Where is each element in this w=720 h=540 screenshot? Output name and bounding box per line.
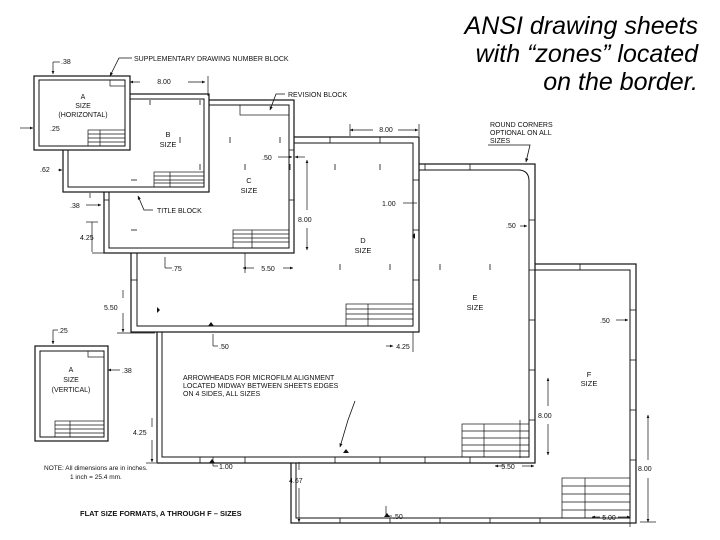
dim-800-c: 8.00 <box>379 127 393 134</box>
dim-050-c: .50 <box>219 344 229 351</box>
sheet-c-size: SIZE <box>241 186 258 195</box>
dimension-lines <box>20 61 656 527</box>
callout-round-corners-1: ROUND CORNERS <box>490 122 553 129</box>
dim-100-b: 1.00 <box>219 464 233 471</box>
callout-leaders <box>109 57 531 448</box>
sheet-a-vertical: A SIZE (VERTICAL) <box>34 345 109 442</box>
zone-ticks <box>104 100 636 523</box>
sheet-b-size: SIZE <box>160 140 177 149</box>
sheet-d-size: SIZE <box>355 246 372 255</box>
callout-revision-block: REVISION BLOCK <box>288 92 347 99</box>
dim-800-b: 8.00 <box>298 217 312 224</box>
note-inches: NOTE: All dimensions are in inches. <box>44 465 148 472</box>
sheet-d-letter: D <box>360 236 366 245</box>
dim-425-a: 4.25 <box>80 235 94 242</box>
dim-467: 4.67 <box>289 478 303 485</box>
dim-550-c: 5.50 <box>501 464 515 471</box>
callout-arrowheads-2: LOCATED MIDWAY BETWEEN SHEETS EDGES <box>183 383 339 390</box>
sheet-a-h-orientation: (HORIZONTAL) <box>58 112 107 119</box>
dim-038-c: .38 <box>122 368 132 375</box>
callout-arrowheads-1: ARROWHEADS FOR MICROFILM ALIGNMENT <box>183 375 335 382</box>
title-block-f <box>561 477 631 519</box>
sheet-f-size: SIZE <box>581 379 598 388</box>
dim-800-a: 8.00 <box>157 79 171 86</box>
dim-800-e: 8.00 <box>638 466 652 473</box>
title-block-a-vertical <box>54 420 105 438</box>
title-line-1: ANSI drawing sheets <box>464 12 698 40</box>
sheet-e-letter: E <box>472 293 477 302</box>
microfilm-arrowheads <box>157 233 415 517</box>
callout-arrowheads-3: ON 4 SIDES, ALL SIZES <box>183 391 260 398</box>
sheet-f-letter: F <box>587 370 592 379</box>
dim-425-c: 4.25 <box>133 430 147 437</box>
dim-025-a: .25 <box>50 126 60 133</box>
diagram-caption: FLAT SIZE FORMATS, A THROUGH F – SIZES <box>80 509 242 518</box>
sheet-a-h-letter: A <box>81 94 86 101</box>
dim-100-a: 1.00 <box>382 201 396 208</box>
dim-050-b: .50 <box>506 223 516 230</box>
sheet-b-letter: B <box>165 130 170 139</box>
sheet-c-letter: C <box>246 176 252 185</box>
callout-round-corners-3: SIZES <box>490 138 511 145</box>
callout-supplementary-block: SUPPLEMENTARY DRAWING NUMBER BLOCK <box>134 56 289 63</box>
dim-050-e: .50 <box>393 514 403 521</box>
dim-550-a: 5.50 <box>261 266 275 273</box>
sheet-a-v-size: SIZE <box>63 377 79 384</box>
title-block-e <box>461 423 530 458</box>
callout-round-corners-2: OPTIONAL ON ALL <box>490 130 552 137</box>
dim-050-d: .50 <box>600 318 610 325</box>
title-block-d <box>345 303 414 327</box>
callout-title-block: TITLE BLOCK <box>157 208 202 215</box>
sheet-e-size: SIZE <box>467 303 484 312</box>
dim-050-a: .50 <box>262 155 272 162</box>
title-line-3: on the border. <box>543 68 698 96</box>
dim-800-d: 8.00 <box>538 413 552 420</box>
sheet-a-v-letter: A <box>69 367 74 374</box>
sheet-a-v-orientation: (VERTICAL) <box>52 387 91 394</box>
title-line-2: with “zones” located <box>475 40 698 68</box>
dim-025-b: .25 <box>58 328 68 335</box>
dim-425-b: 4.25 <box>396 344 410 351</box>
dim-550-b: 5.50 <box>104 305 118 312</box>
note-conversion: 1 inch = 25.4 mm. <box>70 474 122 481</box>
sheet-a-h-size: SIZE <box>75 103 91 110</box>
sheet-a-horizontal: A SIZE (HORIZONTAL) <box>33 75 131 151</box>
dim-500: 5.00 <box>602 515 616 522</box>
dim-038-b: .38 <box>70 203 80 210</box>
title-block-c <box>232 229 290 249</box>
slide-title: ANSI drawing sheets with “zones” located… <box>398 12 698 96</box>
dim-038-a: .38 <box>61 59 71 66</box>
dim-062: .62 <box>40 167 50 174</box>
title-block-a-horizontal <box>87 129 126 147</box>
dim-075: .75 <box>172 266 182 273</box>
title-block-b <box>153 171 205 188</box>
